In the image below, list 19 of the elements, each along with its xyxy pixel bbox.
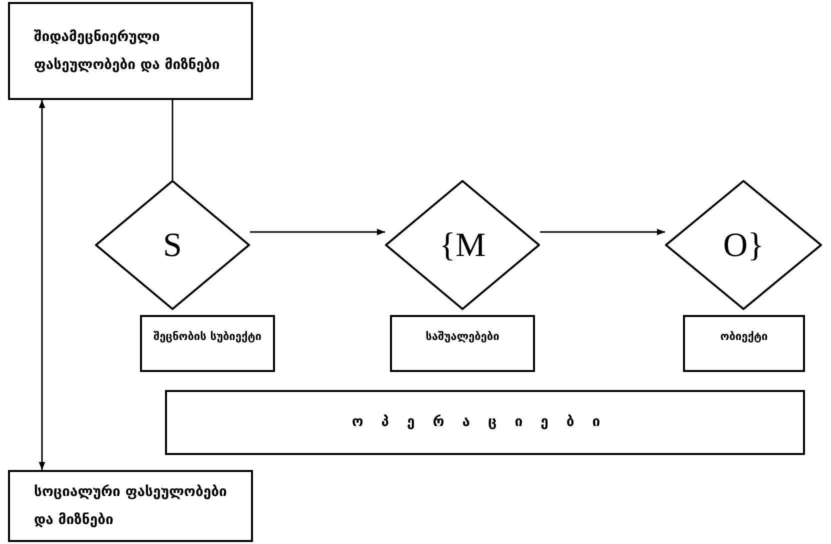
box-label: შეცნობის სუბიექტი (153, 329, 262, 345)
process-box (8, 470, 253, 542)
box-label: საშუალებები (426, 329, 500, 345)
process-box (390, 315, 535, 372)
box-label: შიდამეცნიერული ფასეულობები და მიზნები (33, 28, 221, 75)
arrow (540, 228, 665, 236)
node-label: O} (723, 226, 764, 266)
box-label: ობიექტი (720, 329, 768, 345)
connector-line (172, 100, 174, 180)
box-label: ოპერაციები (352, 413, 618, 432)
arrow (250, 228, 385, 236)
process-box (8, 2, 253, 100)
node-label: {M (439, 226, 486, 266)
process-box (140, 315, 275, 372)
process-box (683, 315, 805, 372)
process-box (165, 390, 805, 455)
arrow (38, 100, 46, 470)
box-label: სოციალური ფასეულობები და მიზნები (33, 483, 228, 530)
node-label: S (163, 226, 182, 266)
